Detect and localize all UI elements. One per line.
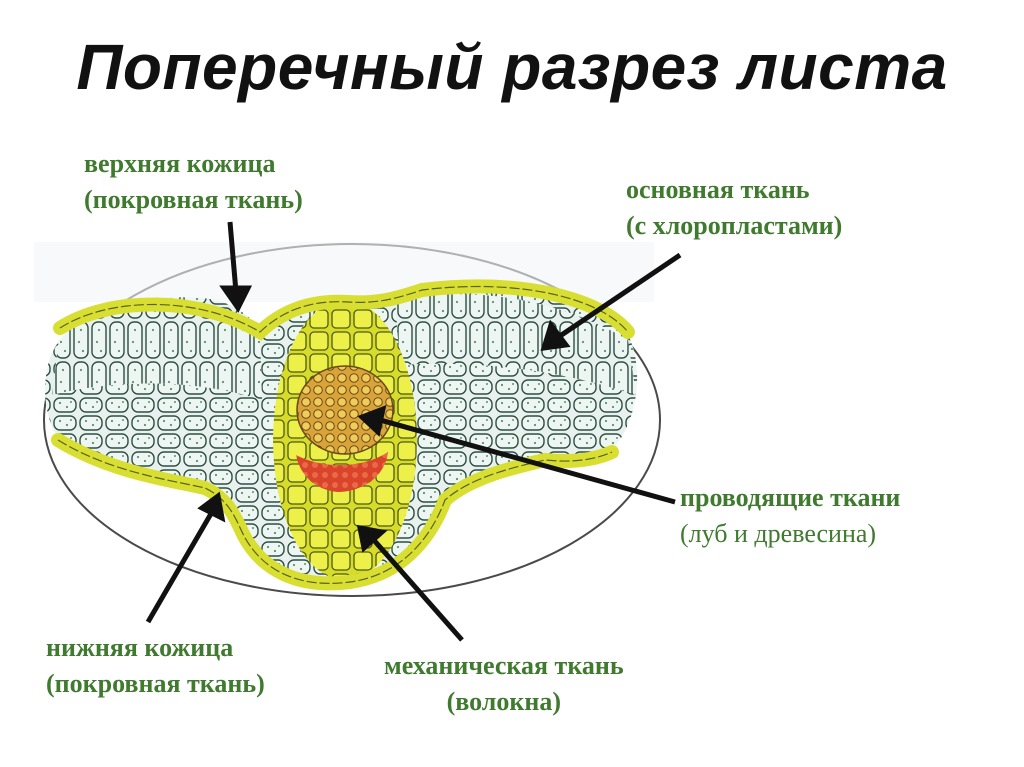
- leaf-body: [45, 288, 638, 584]
- arrow-mechanical-tissue: [370, 536, 464, 642]
- arrow-upper-epidermis: [227, 221, 239, 293]
- label-upper-epidermis: верхняя кожица (покровная ткань): [84, 146, 303, 218]
- label-conducting-tissue-line1: проводящие ткани: [680, 483, 901, 512]
- label-ground-tissue-line2: (с хлоропластами): [626, 211, 843, 240]
- arrow-lower-epidermis: [145, 510, 215, 624]
- label-upper-epidermis-line1: верхняя кожица: [84, 149, 276, 178]
- label-conducting-tissue: проводящие ткани (луб и древесина): [680, 480, 900, 552]
- label-lower-epidermis-line1: нижняя кожица: [46, 633, 234, 662]
- label-ground-tissue: основная ткань (с хлоропластами): [626, 172, 842, 244]
- label-mechanical-tissue: механическая ткань (волокна): [384, 648, 624, 720]
- label-mechanical-tissue-line1: механическая ткань: [384, 651, 624, 680]
- label-mechanical-tissue-line2: (волокна): [446, 687, 562, 716]
- label-lower-epidermis-line2: (покровная ткань): [46, 669, 265, 698]
- phloem-region: [296, 452, 388, 492]
- arrow-conducting-tissue: [379, 417, 676, 505]
- label-upper-epidermis-line2: (покровная ткань): [84, 185, 303, 214]
- arrow-ground-tissue: [558, 252, 682, 339]
- page-title: Поперечный разрез листа: [76, 31, 948, 103]
- vascular-bundle: [296, 365, 394, 455]
- label-ground-tissue-line1: основная ткань: [626, 175, 810, 204]
- arrows: [145, 221, 682, 642]
- label-conducting-tissue-line2: (луб и древесина): [680, 519, 877, 548]
- label-lower-epidermis: нижняя кожица (покровная ткань): [46, 630, 265, 702]
